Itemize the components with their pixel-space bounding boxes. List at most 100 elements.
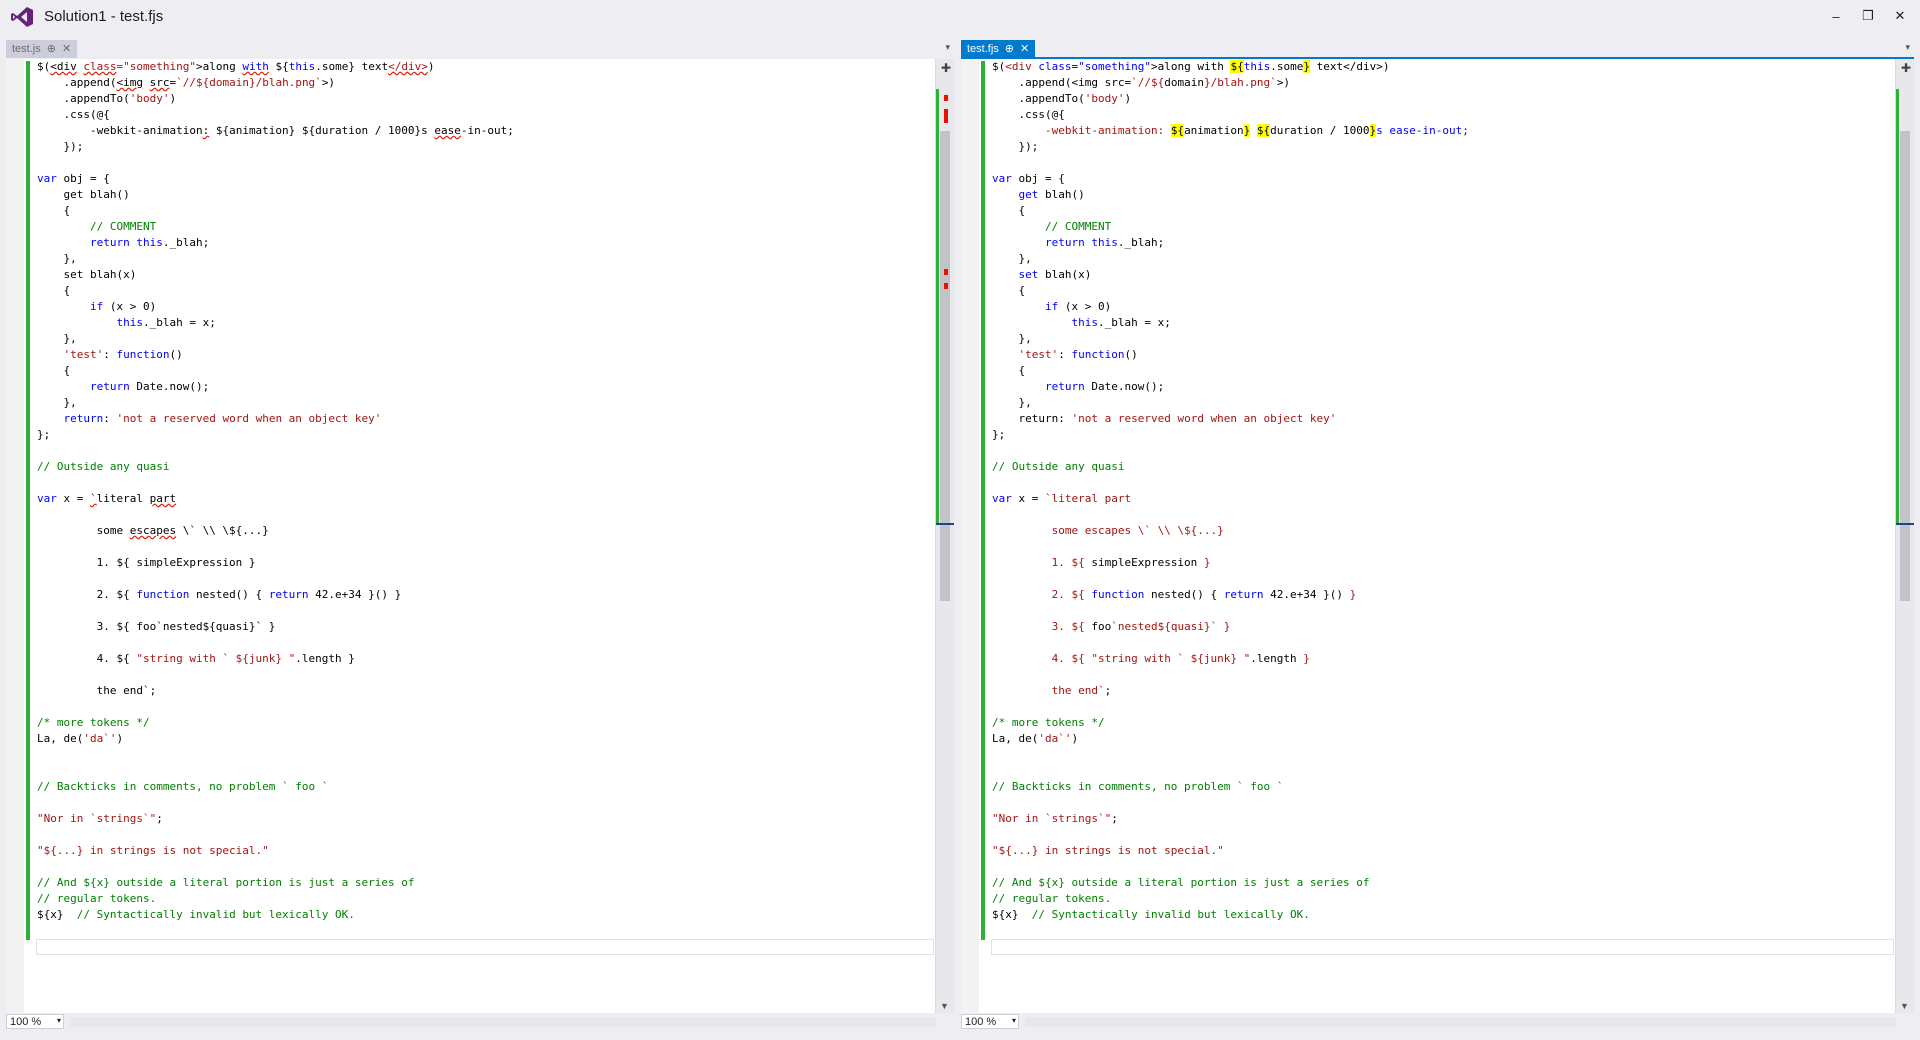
code-token: La, de( [992,732,1039,745]
vertical-scrollbar[interactable]: ✚ ▼ [1895,59,1914,1013]
code-line: // regular tokens. [37,891,930,907]
tab-test-js[interactable]: test.js ⊕ ✕ [6,40,78,58]
pin-icon[interactable]: ⊕ [46,42,56,55]
code-token: -webkit-animation [37,124,203,137]
scroll-down-icon[interactable]: ▼ [1900,1001,1909,1011]
code-line: ${x} // Syntactically invalid but lexica… [37,907,930,923]
code-line [37,859,930,875]
code-token: ) [116,732,124,745]
restore-button[interactable]: ❐ [1862,8,1874,23]
chevron-down-icon: ▾ [56,1016,61,1025]
code-line: some escapes \` \\ \${...} [992,523,1890,539]
code-token [992,188,1019,201]
split-icon[interactable]: ✚ [1900,61,1911,75]
code-token: the end` [992,684,1105,697]
zoom-select[interactable]: 100 % ▾ [961,1014,1019,1029]
code-line: return this._blah; [992,235,1890,251]
horizontal-scrollbar[interactable] [1025,1017,1896,1027]
code-token: }/blah.png` [1203,76,1277,89]
code-line: { [992,363,1890,379]
code-token: 'da`' [1038,732,1072,745]
close-window-button[interactable]: ✕ [1894,8,1906,23]
close-icon[interactable]: ✕ [61,42,72,55]
code-line: }); [37,139,930,155]
code-line [37,795,930,811]
code-token: : [1058,348,1072,361]
code-token: Date.now(); [1084,380,1165,393]
code-line: get blah() [37,187,930,203]
split-icon[interactable]: ✚ [940,61,951,75]
code-token: "${...} in strings is not special." [992,844,1224,857]
error-marker[interactable] [944,109,948,123]
code-token: // COMMENT [37,220,157,233]
error-marker[interactable] [944,95,948,101]
code-line: { [37,203,930,219]
minimize-button[interactable]: ‒ [1832,8,1840,24]
tab-label: test.fjs [967,43,999,55]
code-token: 'not a reserved word when an object key' [1071,412,1337,425]
code-token: }); [37,140,84,153]
code-token: var [992,492,1012,505]
error-marker[interactable] [944,269,948,275]
code-line: 4. ${ "string with ` ${junk} ".length } [37,651,930,667]
left-tab-strip: test.js ⊕ ✕ ▾ [6,40,954,58]
code-line: }, [37,251,930,267]
code-token: 'test' [63,348,104,361]
code-line: .css(@{ [992,107,1890,123]
code-token: return [63,412,104,425]
code-token: ; [1111,812,1118,825]
code-line [992,507,1890,523]
code-line: get blah() [992,187,1890,203]
code-token: ${ [1170,124,1185,137]
code-token: () [169,348,183,361]
code-line: "${...} in strings is not special." [992,843,1890,859]
editor-gutter [6,59,24,1013]
vertical-scrollbar[interactable]: ✚ ▼ [935,59,954,1013]
pin-icon[interactable]: ⊕ [1004,42,1015,55]
code-token: "Nor in `strings`" [992,812,1112,825]
code-text[interactable]: $(<div class="something">along with ${th… [992,59,1890,923]
code-token [992,348,1019,361]
code-token: function [1071,348,1125,361]
zoom-select[interactable]: 100 % ▾ [6,1014,64,1029]
code-line: if (x > 0) [992,299,1890,315]
error-marker[interactable] [944,283,948,289]
code-line [992,747,1890,763]
scroll-thumb[interactable] [940,131,950,601]
tab-dropdown-icon[interactable]: ▾ [1905,42,1910,52]
code-token: 2. ${ [992,588,1092,601]
code-line: // Outside any quasi [992,459,1890,475]
code-text[interactable]: $(<div class="something">along with ${th… [37,59,930,923]
code-line: if (x > 0) [37,299,930,315]
horizontal-scrollbar[interactable] [70,1017,936,1027]
left-status-bar: 100 % ▾ [6,1013,954,1031]
code-line: some escapes \` \\ \${...} [37,523,930,539]
scroll-down-icon[interactable]: ▼ [940,1001,949,1011]
code-token: obj = { [1011,172,1065,185]
tab-label: test.js [12,43,41,55]
code-line: "${...} in strings is not special." [37,843,930,859]
code-token: 42.e+34 }() [1263,588,1350,601]
code-line: { [37,363,930,379]
close-icon[interactable]: ✕ [1020,42,1030,55]
code-editor[interactable]: $(<div class="something">along with ${th… [961,59,1914,1013]
code-token: >along with [1150,60,1231,73]
code-line [37,747,930,763]
code-line [37,539,930,555]
tab-test-fjs[interactable]: test.fjs ⊕ ✕ [961,40,1036,58]
code-line: "Nor in `strings`"; [992,811,1890,827]
code-token: .appendTo( [37,92,130,105]
code-line [37,763,930,779]
code-token: // Syntactically invalid but lexically O… [1031,908,1310,921]
tab-dropdown-icon[interactable]: ▾ [945,42,950,52]
code-editor[interactable]: $(<div class="something">along with ${th… [6,59,954,1013]
code-token: ) [427,60,435,73]
code-token [992,300,1045,313]
code-token: ${ [268,60,289,73]
scroll-thumb[interactable] [1900,131,1910,601]
code-line [37,699,930,715]
code-token: get blah() [37,188,130,201]
code-line: // COMMENT [37,219,930,235]
change-tracking-bar [981,61,985,940]
code-token: `//${ [1131,76,1165,89]
